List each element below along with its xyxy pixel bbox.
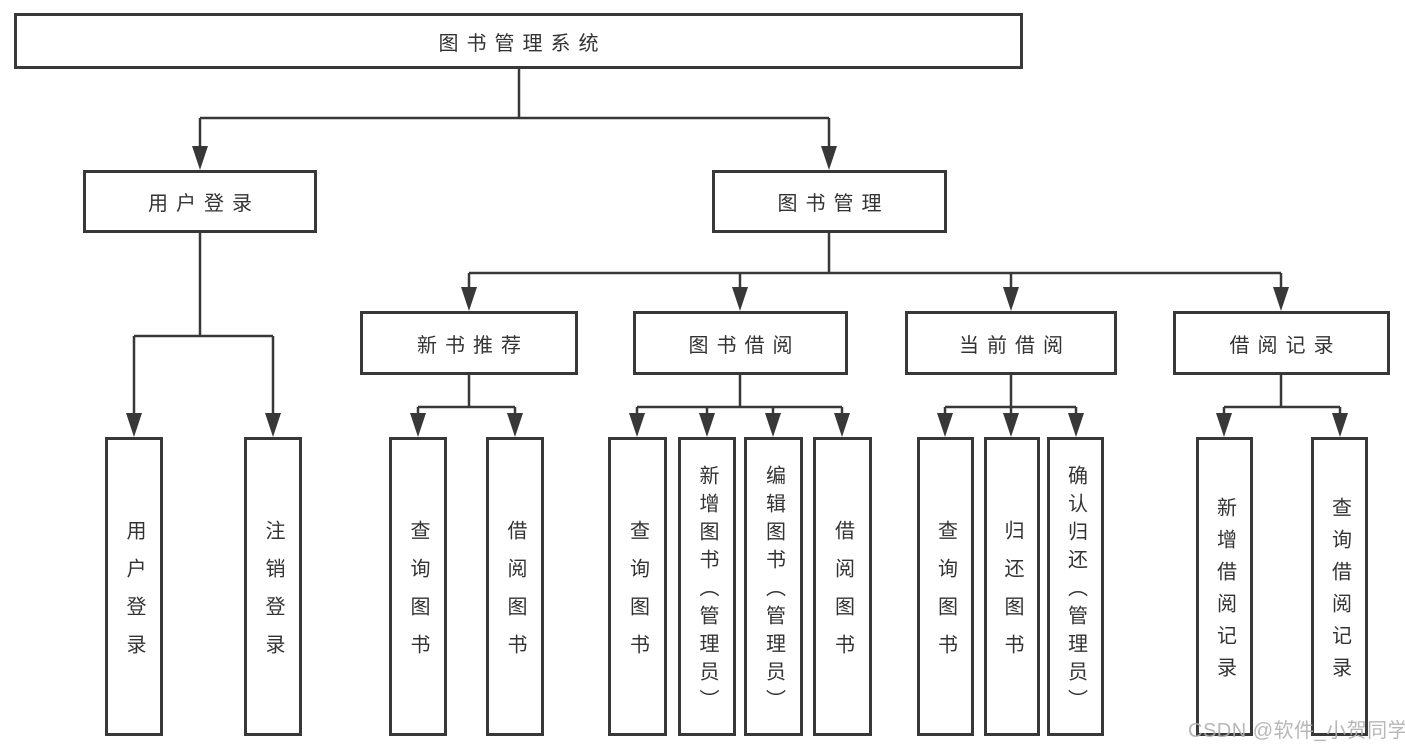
node-book-borrowing: 图书借阅 (633, 311, 848, 375)
node-borrowing-records: 借阅记录 (1173, 311, 1390, 375)
node-label: 编辑图书（管理员） (762, 464, 785, 717)
leaf-current-confirm-return-admin: 确认归还（管理员） (1047, 437, 1104, 736)
leaf-borrowing-add-book-admin: 新增图书（管理员） (678, 437, 736, 736)
node-label: 查询借阅记录 (1328, 496, 1351, 689)
node-label: 查询图书 (934, 519, 957, 672)
leaf-borrowing-edit-book-admin: 编辑图书（管理员） (744, 437, 803, 736)
leaf-recommend-query-book: 查询图书 (389, 437, 447, 736)
node-new-book-recommend: 新书推荐 (360, 311, 578, 375)
leaf-records-add-record: 新增借阅记录 (1196, 437, 1253, 736)
leaf-borrowing-query-book: 查询图书 (608, 437, 667, 736)
node-label: 新增借阅记录 (1213, 496, 1236, 689)
node-label: 借阅图书 (831, 519, 854, 672)
node-current-borrowing: 当前借阅 (905, 311, 1117, 375)
leaf-records-query-record: 查询借阅记录 (1311, 437, 1368, 736)
node-user-login: 用户登录 (83, 170, 317, 233)
csdn-watermark: CSDN @软件_小贺同学 (1188, 720, 1405, 742)
node-label: 查询图书 (626, 519, 649, 672)
leaf-current-return-book: 归还图书 (984, 437, 1040, 736)
node-label: 用户登录 (123, 519, 145, 672)
node-label: 确认归还（管理员） (1064, 464, 1087, 717)
node-label: 注销登录 (262, 519, 284, 672)
node-label: 图书借阅 (688, 334, 801, 357)
node-label: 用户登录 (148, 193, 260, 215)
node-label: 查询图书 (407, 519, 429, 672)
leaf-user-login: 用户登录 (105, 437, 163, 736)
leaf-logout-login: 注销登录 (244, 437, 302, 736)
leaf-recommend-borrow-book: 借阅图书 (486, 437, 544, 736)
node-label: 归还图书 (1001, 519, 1023, 672)
node-label: 新增图书（管理员） (696, 464, 718, 717)
node-label: 新书推荐 (417, 334, 529, 357)
node-label: 图书管理 (777, 193, 890, 215)
leaf-borrowing-borrow-book: 借阅图书 (813, 437, 872, 736)
leaf-current-query-book: 查询图书 (917, 437, 974, 736)
node-label: 当前借阅 (959, 334, 1071, 357)
node-label: 借阅记录 (1229, 334, 1342, 357)
node-label: 图书管理系统 (438, 32, 607, 55)
node-library-management-system: 图书管理系统 (14, 13, 1023, 69)
node-book-management: 图书管理 (712, 170, 947, 233)
node-label: 借阅图书 (504, 519, 526, 672)
